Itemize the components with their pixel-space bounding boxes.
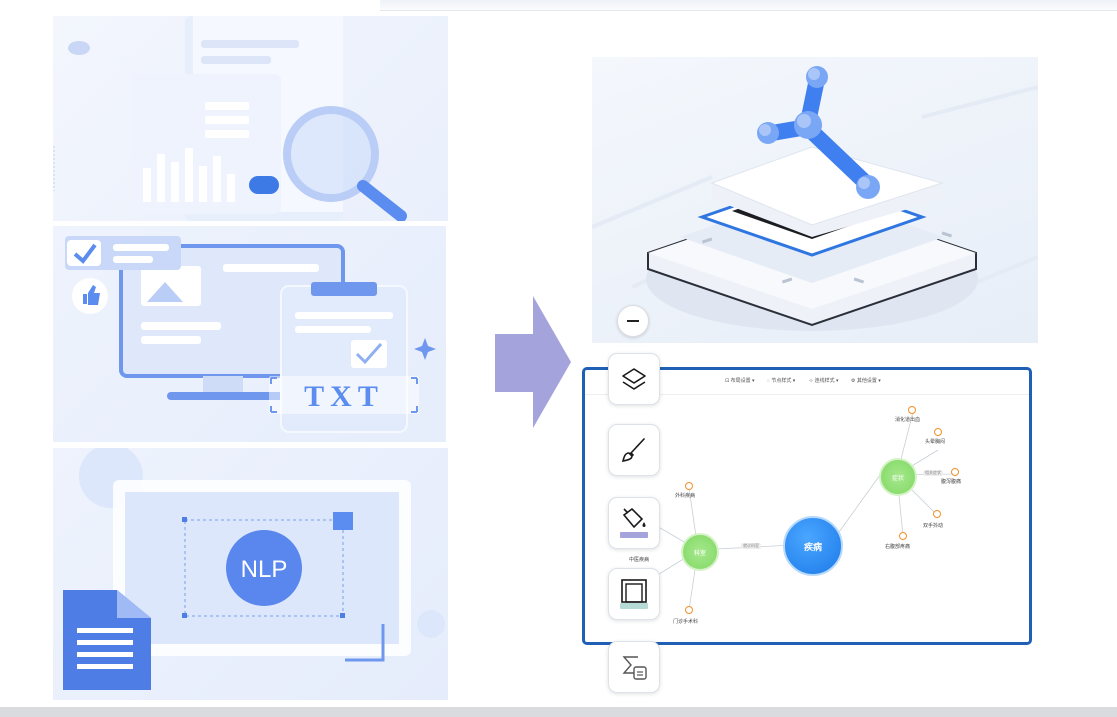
layers-button[interactable] xyxy=(608,353,660,405)
node-style-icon: ◌ xyxy=(767,378,772,384)
leaf-node[interactable] xyxy=(951,468,959,476)
transform-arrow-icon xyxy=(495,296,571,428)
leaf-node[interactable] xyxy=(908,406,916,414)
nlp-badge: NLP xyxy=(241,556,288,583)
zoom-out-button[interactable] xyxy=(617,305,649,337)
minus-icon xyxy=(627,320,639,322)
bottom-bar xyxy=(0,707,1117,717)
layout-icon: ⊡ xyxy=(725,378,731,384)
fill-button[interactable] xyxy=(608,497,660,549)
leaf-label: 头晕胸闷 xyxy=(925,439,946,445)
leaf-node[interactable] xyxy=(685,606,693,614)
document-magnifier-art xyxy=(53,16,407,221)
department-node[interactable]: 科室 xyxy=(681,533,719,571)
nlp-art: NLP xyxy=(63,448,445,690)
frame-icon xyxy=(620,579,648,609)
other-settings-menu[interactable]: ⚙ 其他设置 ▾ xyxy=(851,378,881,384)
leaf-label: 外科疾病 xyxy=(675,493,696,499)
frame-button[interactable] xyxy=(608,568,660,620)
center-edge-label: 就诊科室 xyxy=(741,543,761,549)
settings-icon: ⚙ xyxy=(851,378,857,384)
brush-icon xyxy=(621,438,645,463)
leaf-label: 消化道出血 xyxy=(895,417,921,423)
paint-bucket-icon xyxy=(620,507,648,538)
edge-style-menu[interactable]: ⊹ 连线样式 ▾ xyxy=(809,378,839,384)
leaf-label: 中医疾病 xyxy=(629,557,650,563)
leaf-node[interactable] xyxy=(933,510,941,518)
text-annotation-illustration: TXT xyxy=(53,226,446,442)
leaf-label: 右腹部疼痛 xyxy=(885,544,911,550)
nlp-illustration: NLP xyxy=(53,448,448,700)
leaf-label: 门诊手术科 xyxy=(673,619,699,625)
layout-menu[interactable]: ⊡ 布局设置 ▾ xyxy=(725,378,755,384)
symptom-node[interactable]: 症状 xyxy=(879,458,917,496)
leaf-label: 双手抖动 xyxy=(923,523,944,529)
graph-toolbar: ⊡ 布局设置 ▾ ◌ 节点样式 ▾ ⊹ 连线样式 ▾ ⚙ 其他设置 ▾ xyxy=(585,370,1029,395)
document-search-illustration xyxy=(53,16,448,221)
node-style-menu[interactable]: ◌ 节点样式 ▾ xyxy=(767,378,796,384)
top-bar xyxy=(380,0,1117,11)
brush-button[interactable] xyxy=(608,424,660,476)
leaf-node[interactable] xyxy=(934,428,942,436)
edge-style-icon: ⊹ xyxy=(809,378,815,384)
sigma-icon xyxy=(622,656,647,680)
knowledge-graph-3d-illustration xyxy=(592,57,1038,343)
txt-badge: TXT xyxy=(304,380,384,413)
right-edge-label: 相关症状 xyxy=(923,470,943,476)
leaf-node[interactable] xyxy=(685,482,693,490)
monitor-clipboard-art: TXT xyxy=(65,236,436,433)
graph-platform-art xyxy=(592,66,1038,331)
leaf-label: 腹泻腹痛 xyxy=(941,479,962,485)
leaf-node[interactable] xyxy=(899,532,907,540)
center-node[interactable]: 疾病 xyxy=(783,516,843,576)
formula-button[interactable] xyxy=(608,641,660,693)
layers-icon xyxy=(622,368,646,390)
